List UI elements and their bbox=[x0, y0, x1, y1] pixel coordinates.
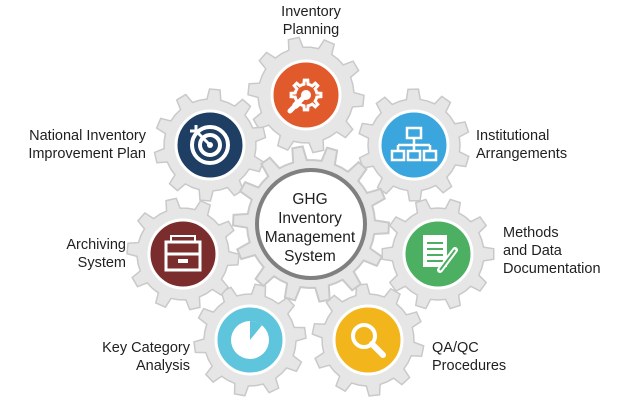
gear-wrench-icon bbox=[287, 78, 323, 114]
label-national-inventory-improvement-plan: National Inventory Improvement Plan bbox=[28, 128, 146, 162]
target-icon bbox=[190, 125, 230, 165]
gear-keycat bbox=[193, 283, 307, 397]
file-drawer-icon bbox=[164, 235, 202, 272]
org-chart-icon bbox=[390, 126, 438, 162]
label-ghg-inventory-management-system: GHG Inventory Management System bbox=[264, 191, 356, 265]
gear-archiving bbox=[126, 197, 240, 311]
gear-center-hub bbox=[255, 168, 367, 280]
label-methods-documentation: Methods and Data Documentation bbox=[503, 225, 601, 277]
gear-institutional bbox=[358, 88, 470, 202]
magnifier-icon bbox=[351, 323, 386, 358]
label-qaqc-procedures: QA/QC Procedures bbox=[432, 340, 507, 374]
label-inventory-planning: Inventory Planning bbox=[281, 4, 341, 38]
document-pencil-icon bbox=[423, 235, 458, 273]
gear-qaqc bbox=[311, 283, 425, 397]
gear-planning bbox=[247, 36, 365, 154]
gear-methods bbox=[381, 198, 495, 310]
label-key-category-analysis: Key Category Analysis bbox=[102, 340, 190, 374]
gear-layer bbox=[126, 36, 495, 397]
label-institutional-arrangements: Institutional Arrangements bbox=[476, 128, 568, 162]
pie-chart-icon bbox=[231, 321, 269, 359]
label-archiving-system: Archiving System bbox=[66, 237, 126, 271]
gear-center bbox=[231, 145, 391, 303]
gear-qaqc-hub bbox=[332, 304, 404, 376]
gear-improvement bbox=[153, 88, 267, 202]
